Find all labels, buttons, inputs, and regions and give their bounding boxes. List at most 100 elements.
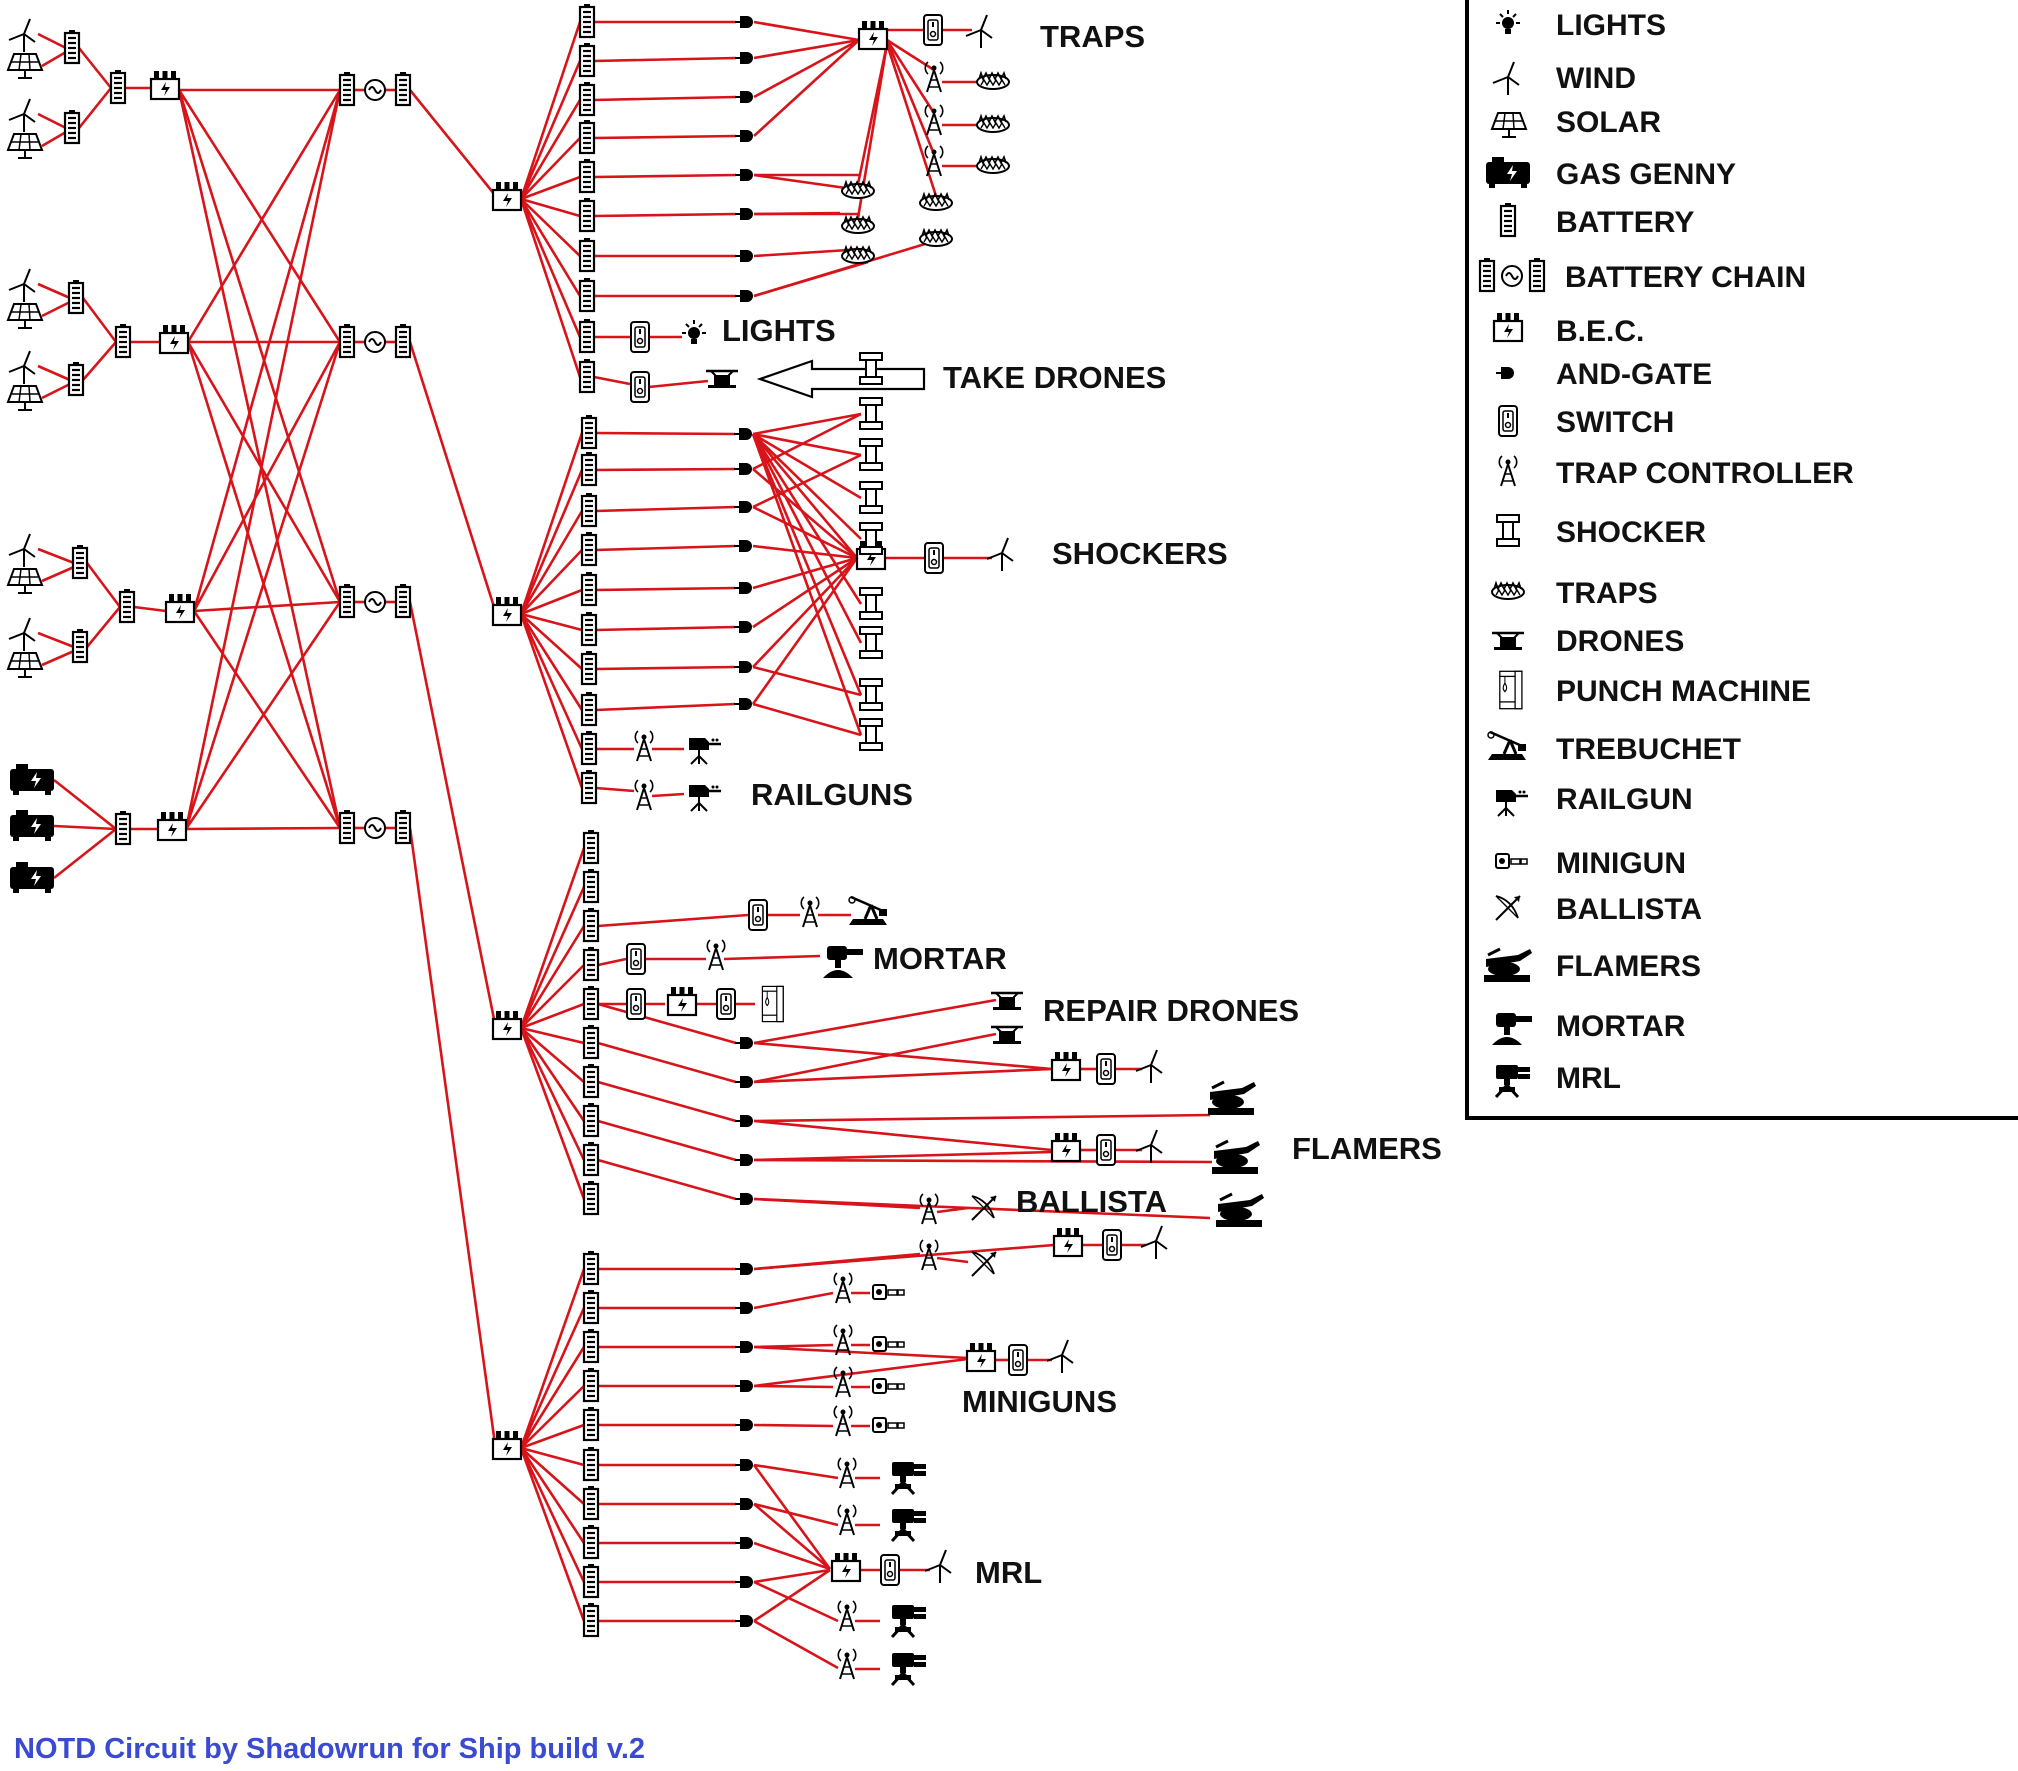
solar-panel-icon bbox=[7, 652, 43, 678]
legend-label: BATTERY CHAIN bbox=[1565, 261, 1806, 294]
legend-label: MINIGUN bbox=[1556, 847, 1686, 880]
label-shockers: SHOCKERS bbox=[1052, 536, 1228, 571]
railgun-icon bbox=[687, 736, 723, 766]
battery-chain-icon bbox=[364, 591, 386, 613]
power-wire bbox=[53, 827, 117, 880]
bec-icon bbox=[156, 810, 188, 842]
power-wire bbox=[648, 379, 709, 389]
power-wire bbox=[753, 1568, 831, 1623]
trap-controller-icon bbox=[706, 939, 726, 971]
trap-controller-icon bbox=[634, 730, 654, 762]
legend-label: TRAPS bbox=[1556, 577, 1658, 610]
legend-label: BATTERY bbox=[1556, 206, 1694, 239]
and-gate-icon bbox=[734, 207, 754, 221]
label-mrl: MRL bbox=[975, 1555, 1042, 1590]
flamer-icon bbox=[1206, 1080, 1258, 1117]
trap-controller-icon bbox=[833, 1272, 853, 1304]
power-wire bbox=[520, 1423, 585, 1450]
legend-row: RAILGUN bbox=[1494, 783, 1693, 818]
gas-generator-icon bbox=[10, 810, 54, 841]
battery-icon bbox=[582, 1562, 600, 1599]
and-gate-icon bbox=[733, 620, 753, 634]
bec-icon bbox=[149, 69, 181, 101]
power-wire bbox=[752, 412, 862, 471]
switch-icon bbox=[1102, 1229, 1122, 1261]
drone-icon bbox=[989, 991, 1025, 1012]
battery-icon bbox=[118, 587, 136, 624]
power-wire bbox=[753, 1032, 997, 1084]
battery-icon bbox=[394, 808, 412, 845]
bec-icon bbox=[158, 323, 190, 355]
and-gate-icon bbox=[734, 51, 754, 65]
switch-icon bbox=[923, 14, 943, 46]
battery-icon bbox=[582, 1062, 600, 1099]
legend-row: SHOCKER bbox=[1496, 514, 1706, 549]
power-wire bbox=[520, 137, 581, 200]
power-wire bbox=[885, 39, 936, 155]
and-gate-icon bbox=[734, 1192, 754, 1206]
shocker-icon bbox=[859, 718, 883, 751]
power-wire bbox=[520, 1447, 585, 1505]
power-wire bbox=[595, 665, 736, 671]
and-gate-icon bbox=[734, 1262, 754, 1276]
legend-label: FLAMERS bbox=[1556, 950, 1701, 983]
battery-icon bbox=[582, 867, 600, 904]
power-wire bbox=[752, 702, 862, 737]
power-wire bbox=[519, 198, 582, 378]
power-wire bbox=[192, 89, 342, 612]
battery-icon bbox=[394, 70, 412, 107]
bulb-icon bbox=[1495, 9, 1521, 35]
trap-icon bbox=[1491, 582, 1525, 600]
power-wire bbox=[753, 211, 841, 216]
battery-icon bbox=[578, 157, 596, 194]
power-wire bbox=[519, 1447, 586, 1544]
power-wire bbox=[408, 89, 497, 196]
power-wire bbox=[184, 341, 342, 830]
and-gate-icon bbox=[734, 1153, 754, 1167]
power-wire bbox=[519, 21, 582, 200]
battery-icon bbox=[582, 1445, 600, 1482]
battery-icon bbox=[578, 118, 596, 155]
power-wire bbox=[752, 556, 858, 629]
battery-icon bbox=[580, 491, 598, 528]
power-wire bbox=[41, 649, 75, 667]
power-wire bbox=[519, 469, 584, 615]
power-wire bbox=[519, 1447, 586, 1622]
shocker-icon bbox=[859, 438, 883, 471]
battery-chain-icon bbox=[364, 817, 386, 839]
trap-icon bbox=[976, 156, 1010, 174]
power-wire bbox=[751, 433, 863, 736]
battery-icon bbox=[71, 543, 89, 580]
legend-label: LIGHTS bbox=[1556, 9, 1666, 42]
credit-text: NOTD Circuit by Shadowrun for Ship build… bbox=[14, 1733, 645, 1765]
power-wire bbox=[519, 60, 582, 200]
power-wire bbox=[77, 87, 113, 129]
legend-row: FLAMERS bbox=[1482, 947, 1701, 984]
battery-icon bbox=[582, 1179, 600, 1216]
power-wire bbox=[186, 341, 342, 603]
power-wire bbox=[37, 282, 71, 300]
trap-icon bbox=[841, 246, 875, 264]
legend-row: SOLAR bbox=[1491, 106, 1661, 139]
power-wire bbox=[192, 610, 342, 829]
battery-icon bbox=[582, 945, 600, 982]
legend-label: SOLAR bbox=[1556, 106, 1661, 139]
battery-icon bbox=[114, 322, 132, 359]
power-wire bbox=[753, 1619, 839, 1670]
legend-row: AND-GATE bbox=[1495, 358, 1712, 391]
and-gate-icon bbox=[734, 1458, 754, 1472]
switch-icon bbox=[626, 943, 646, 975]
trap-icon bbox=[841, 216, 875, 234]
legend-row: WIND bbox=[1492, 61, 1636, 96]
bec-icon bbox=[491, 1009, 523, 1041]
trap-icon bbox=[919, 229, 953, 247]
legend-row: SWITCH bbox=[1498, 405, 1674, 439]
power-wire bbox=[41, 50, 67, 68]
legend-label: MRL bbox=[1556, 1062, 1621, 1095]
and-gate-icon bbox=[733, 539, 753, 553]
power-wire bbox=[595, 625, 736, 632]
power-wire bbox=[37, 364, 71, 382]
power-wire bbox=[752, 432, 862, 457]
power-wire bbox=[593, 375, 631, 386]
power-wire bbox=[519, 613, 584, 711]
